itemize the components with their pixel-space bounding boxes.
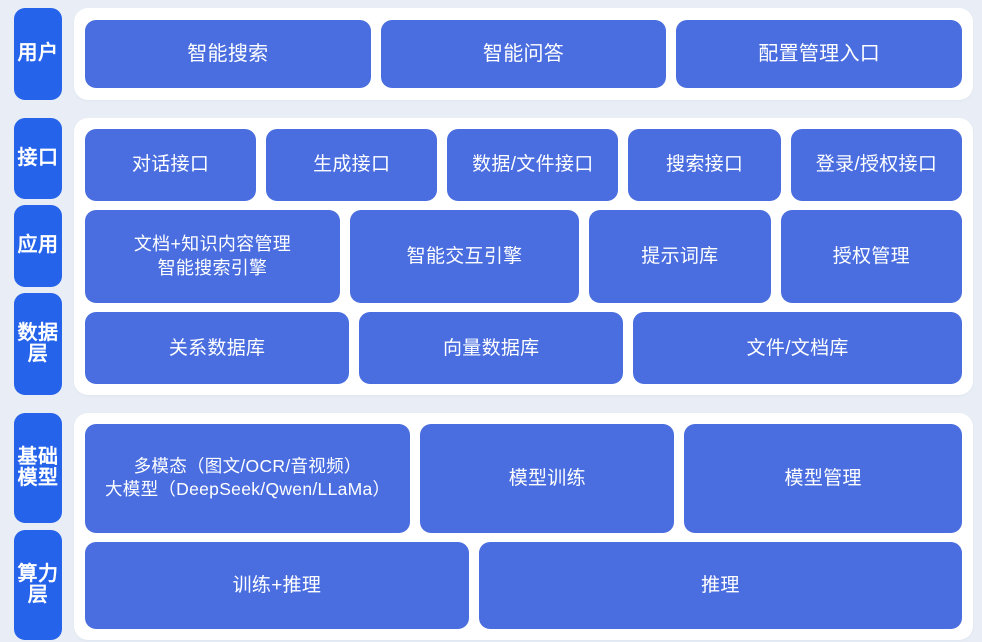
module-box-文档-知识内容管理[interactable]: 文档+知识内容管理 智能搜索引擎 <box>85 209 340 304</box>
panel-platform: 对话接口生成接口数据/文件接口搜索接口登录/授权接口文档+知识内容管理 智能搜索… <box>74 118 973 395</box>
module-box-向量数据库[interactable]: 向量数据库 <box>359 312 624 385</box>
badge-column-foundation: 基础模型算力层 <box>14 413 62 640</box>
layer-badge-数据层: 数据层 <box>14 292 62 395</box>
box-row: 文档+知识内容管理 智能搜索引擎智能交互引擎提示词库授权管理 <box>85 209 962 304</box>
panel-users: 智能搜索智能问答配置管理入口 <box>74 8 973 100</box>
section-users: 用户 智能搜索智能问答配置管理入口 <box>0 8 982 100</box>
module-box-智能问答[interactable]: 智能问答 <box>380 20 667 88</box>
badge-column-users: 用户 <box>14 8 62 100</box>
layer-badge-基础模型: 基础模型 <box>14 413 62 523</box>
layer-badge-算力层: 算力层 <box>14 530 62 640</box>
layer-badge-应用: 应用 <box>14 205 62 287</box>
module-box-登录-授权接口[interactable]: 登录/授权接口 <box>790 129 963 201</box>
badge-column-platform: 接口应用数据层 <box>14 118 62 395</box>
box-row: 智能搜索智能问答配置管理入口 <box>85 20 963 88</box>
module-box-模型管理[interactable]: 模型管理 <box>684 424 962 533</box>
panel-foundation: 多模态（图文/OCR/音视频） 大模型（DeepSeek/Qwen/LLaMa）… <box>74 413 973 640</box>
module-box-多模态-图文-OCR-音视频-[interactable]: 多模态（图文/OCR/音视频） 大模型（DeepSeek/Qwen/LLaMa） <box>85 424 411 533</box>
module-box-授权管理[interactable]: 授权管理 <box>780 209 962 304</box>
box-row: 多模态（图文/OCR/音视频） 大模型（DeepSeek/Qwen/LLaMa）… <box>85 424 962 533</box>
box-row: 关系数据库向量数据库文件/文档库 <box>85 312 962 385</box>
module-box-提示词库[interactable]: 提示词库 <box>589 209 771 304</box>
box-row: 对话接口生成接口数据/文件接口搜索接口登录/授权接口 <box>85 129 963 201</box>
module-box-推理[interactable]: 推理 <box>478 541 962 630</box>
module-box-配置管理入口[interactable]: 配置管理入口 <box>676 20 963 88</box>
module-box-模型训练[interactable]: 模型训练 <box>420 424 675 533</box>
module-box-生成接口[interactable]: 生成接口 <box>266 129 438 201</box>
module-box-训练-推理[interactable]: 训练+推理 <box>85 541 469 630</box>
module-box-关系数据库[interactable]: 关系数据库 <box>85 312 350 385</box>
layer-badge-接口: 接口 <box>14 118 62 200</box>
section-platform: 接口应用数据层 对话接口生成接口数据/文件接口搜索接口登录/授权接口文档+知识内… <box>0 118 982 395</box>
box-row: 训练+推理推理 <box>85 541 962 630</box>
module-box-搜索接口[interactable]: 搜索接口 <box>628 129 781 201</box>
module-box-智能搜索[interactable]: 智能搜索 <box>85 20 371 88</box>
layer-badge-用户: 用户 <box>14 8 62 100</box>
module-box-智能交互引擎[interactable]: 智能交互引擎 <box>349 209 580 304</box>
module-box-数据-文件接口[interactable]: 数据/文件接口 <box>447 129 619 201</box>
section-foundation: 基础模型算力层 多模态（图文/OCR/音视频） 大模型（DeepSeek/Qwe… <box>0 413 982 640</box>
module-box-文件-文档库[interactable]: 文件/文档库 <box>633 312 962 385</box>
module-box-对话接口[interactable]: 对话接口 <box>85 129 257 201</box>
